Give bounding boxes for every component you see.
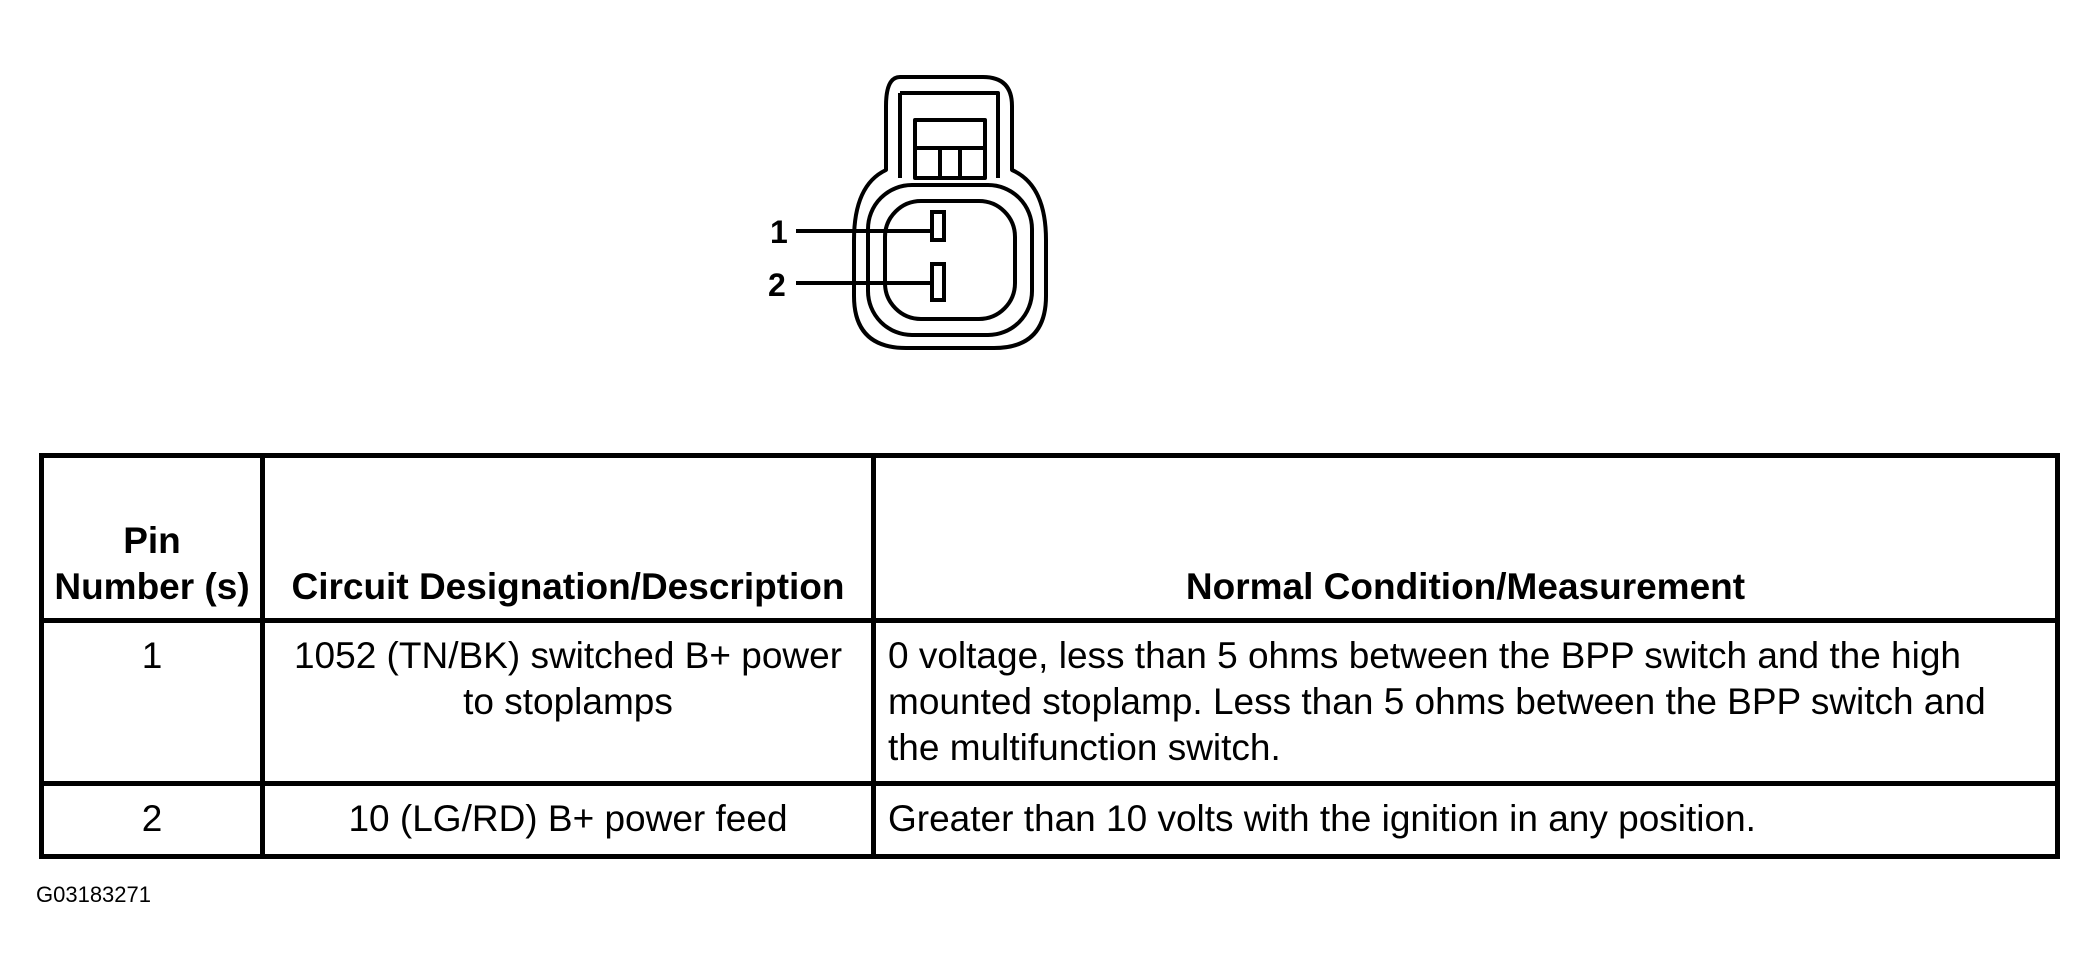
cell-condition: 0 voltage, less than 5 ohms between the … [871,618,2060,786]
connector-housing [852,75,1048,350]
cell-circuit: 10 (LG/RD) B+ power feed [260,781,876,859]
cell-condition: Greater than 10 volts with the ignition … [871,781,2060,859]
pin-function-table: Pin Number (s) Circuit Designation/Descr… [39,453,2060,859]
pin-label-2: 2 [768,267,786,303]
bpp-switch-connector-diagram: 1 2 [768,75,1048,350]
cell-circuit: 1052 (TN/BK) switched B+ power to stopla… [260,618,876,786]
table-row: 2 10 (LG/RD) B+ power feed Greater than … [39,781,2060,859]
pin-label-1: 1 [770,214,788,250]
table-row: 1 1052 (TN/BK) switched B+ power to stop… [39,618,2060,786]
pin-1-terminal [930,210,946,242]
cell-pin: 2 [39,781,265,859]
connector-pins [930,210,946,302]
header-circuit: Circuit Designation/Description [260,453,876,623]
cell-pin: 1 [39,618,265,786]
pin-leader-lines [796,229,932,285]
pin-2-terminal [930,262,946,302]
header-pin-number: Pin Number (s) [39,453,265,623]
figure-id: G03183271 [36,882,151,907]
header-condition: Normal Condition/Measurement [871,453,2060,623]
table-header-row: Pin Number (s) Circuit Designation/Descr… [39,453,2060,623]
